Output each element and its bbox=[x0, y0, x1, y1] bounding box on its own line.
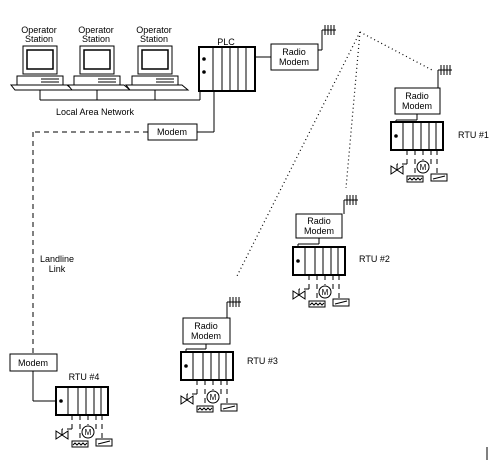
antenna-icon bbox=[343, 194, 359, 206]
plc: PLC bbox=[197, 37, 271, 133]
rtu-2: Radio Modem M RTU #2 bbox=[292, 194, 390, 308]
operator-station-1-label-line1: Operator bbox=[21, 25, 57, 35]
operator-station-2-label-line1: Operator bbox=[78, 25, 114, 35]
operator-station-2-label-line2: Station bbox=[82, 34, 110, 44]
operator-station-1: Operator Station bbox=[10, 25, 74, 91]
remote-modem-label: Modem bbox=[18, 358, 48, 368]
remote-modem: Modem bbox=[9, 353, 58, 402]
rtu-4: RTU #4 M bbox=[55, 372, 113, 448]
central-radio-modem: Radio Modem bbox=[270, 24, 337, 71]
rtu-3-label: RTU #3 bbox=[247, 356, 278, 366]
motor-symbol: M bbox=[85, 428, 92, 437]
rtu-1-rack bbox=[390, 121, 444, 151]
motor-symbol: M bbox=[210, 393, 217, 402]
rtu-2-radio-modem-label-line1: Radio bbox=[307, 216, 331, 226]
central-modem: Modem bbox=[147, 123, 198, 141]
rtu-3-radio-modem-label-line2: Modem bbox=[191, 331, 221, 341]
landline-link: Landline Link bbox=[32, 131, 148, 354]
rtu-1-label: RTU #1 bbox=[458, 130, 489, 140]
operator-station-3: Operator Station bbox=[125, 25, 189, 91]
central-modem-label: Modem bbox=[157, 127, 187, 137]
antenna-icon bbox=[321, 24, 337, 36]
rtu-1: Radio Modem M RTU #1 bbox=[390, 64, 489, 183]
radio-links bbox=[235, 31, 433, 279]
computer-icon bbox=[67, 45, 131, 91]
rtu-3-radio-modem-label-line1: Radio bbox=[194, 321, 218, 331]
rtu-4-rack bbox=[55, 386, 109, 416]
rtu-1-radio-modem-label-line1: Radio bbox=[405, 91, 429, 101]
landline-label-line1: Landline bbox=[40, 254, 74, 264]
computer-icon bbox=[10, 45, 74, 91]
operator-station-3-label-line1: Operator bbox=[136, 25, 172, 35]
antenna-icon bbox=[226, 296, 242, 308]
motor-symbol: M bbox=[322, 288, 329, 297]
landline-label-line2: Link bbox=[49, 264, 66, 274]
motor-symbol: M bbox=[420, 163, 427, 172]
lan-label: Local Area Network bbox=[56, 107, 135, 117]
plc-label: PLC bbox=[217, 37, 235, 47]
computer-icon bbox=[125, 45, 189, 91]
rtu-3-rack bbox=[180, 351, 234, 381]
operator-station-3-label-line2: Station bbox=[140, 34, 168, 44]
operator-station-2: Operator Station bbox=[67, 25, 131, 91]
antenna-icon bbox=[437, 64, 453, 76]
rtu-3: Radio Modem M RTU #3 bbox=[180, 296, 278, 413]
central-radio-modem-label-line1: Radio bbox=[282, 47, 306, 57]
rtu-2-rack bbox=[292, 246, 346, 276]
rtu-4-label: RTU #4 bbox=[69, 372, 100, 382]
operator-station-1-label-line2: Station bbox=[25, 34, 53, 44]
rtu-1-radio-modem-label-line2: Modem bbox=[402, 101, 432, 111]
rtu-2-label: RTU #2 bbox=[359, 254, 390, 264]
rtu-2-radio-modem-label-line2: Modem bbox=[304, 226, 334, 236]
central-radio-modem-label-line2: Modem bbox=[279, 57, 309, 67]
